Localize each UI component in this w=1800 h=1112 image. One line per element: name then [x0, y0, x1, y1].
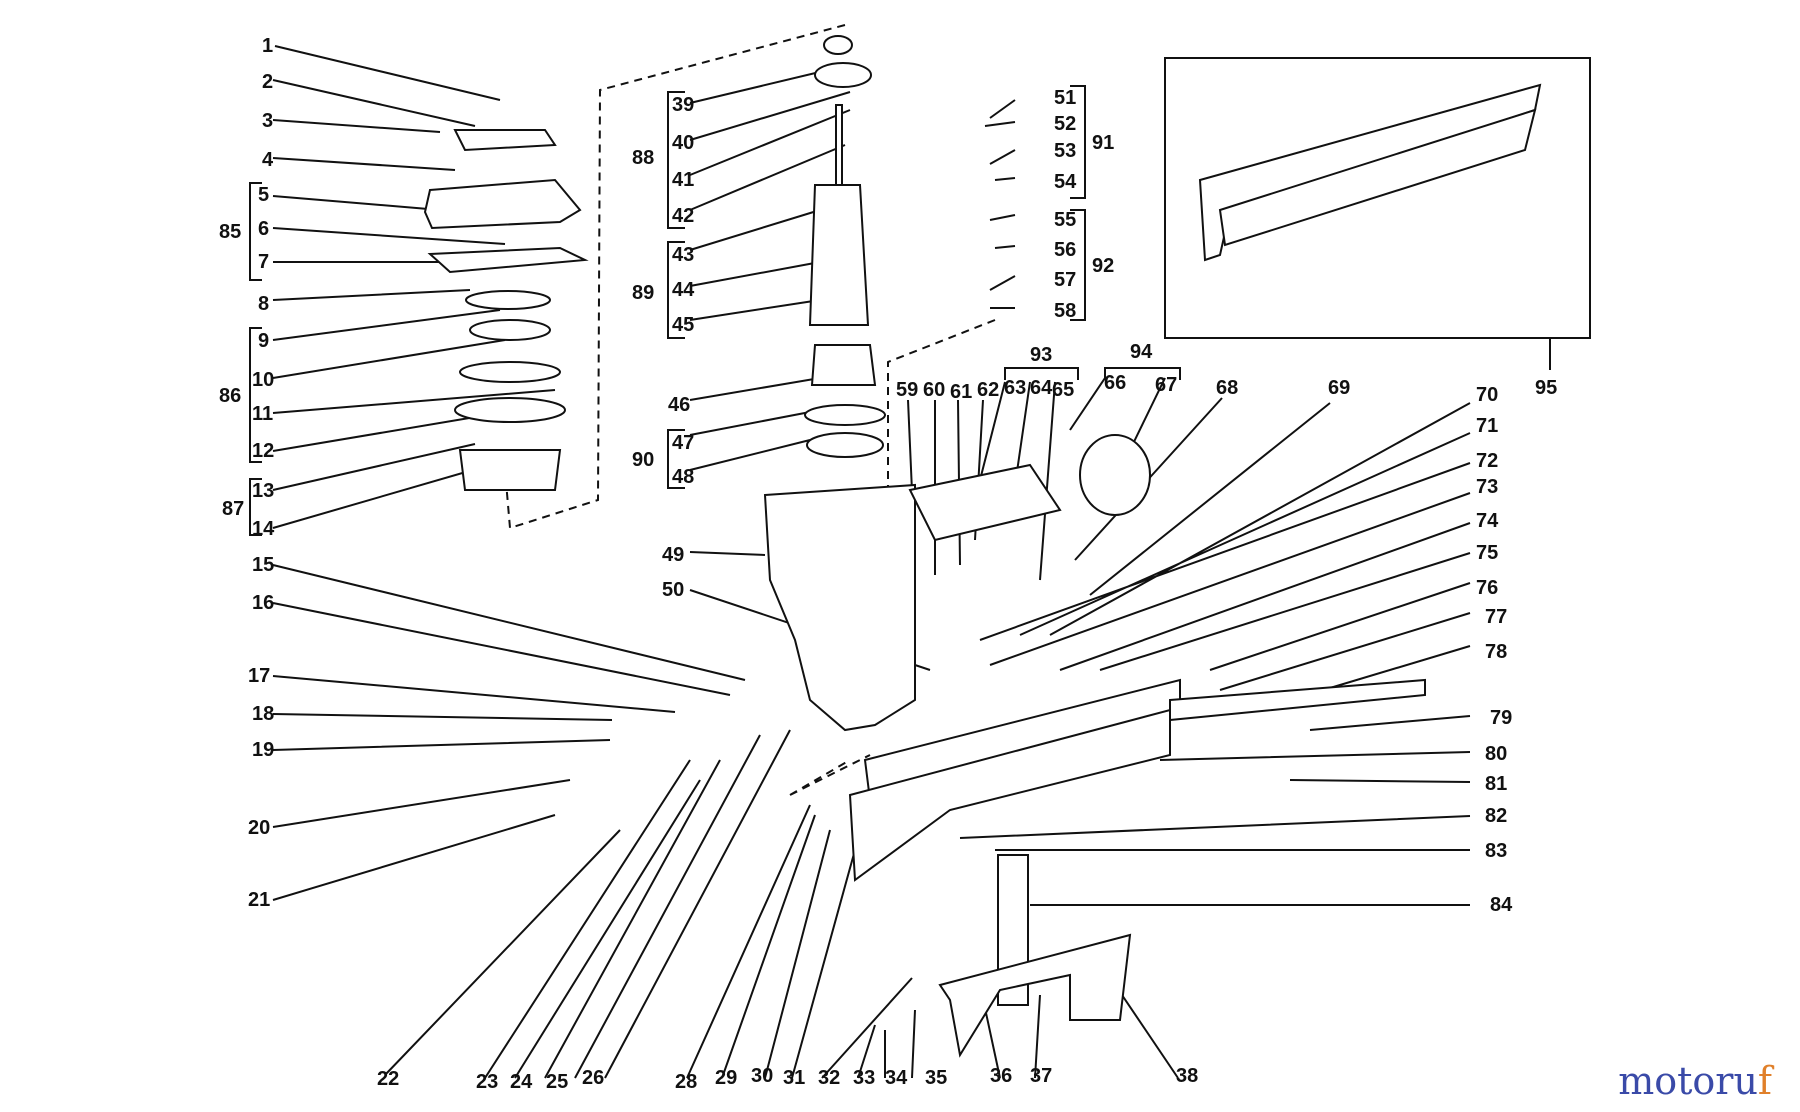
- part-label-43: 43: [672, 244, 695, 266]
- part-label-23: 23: [476, 1071, 499, 1093]
- part-label-69: 69: [1328, 377, 1351, 399]
- part-label-63: 63: [1004, 377, 1027, 399]
- part-label-49: 49: [662, 544, 685, 566]
- part-label-40: 40: [672, 132, 695, 154]
- part-label-2: 2: [262, 71, 274, 93]
- part-label-24: 24: [510, 1071, 533, 1093]
- part-label-70: 70: [1476, 384, 1499, 406]
- part-label-20: 20: [248, 817, 271, 839]
- part-label-13: 13: [252, 480, 275, 502]
- part-label-62: 62: [977, 379, 1000, 401]
- part-label-61: 61: [950, 381, 973, 403]
- part-label-10: 10: [252, 369, 275, 391]
- part-label-39: 39: [672, 94, 695, 116]
- part-label-9: 9: [258, 330, 270, 352]
- part-label-19: 19: [252, 739, 275, 761]
- part-label-25: 25: [546, 1071, 569, 1093]
- part-label-79: 79: [1490, 707, 1513, 729]
- part-label-72: 72: [1476, 450, 1499, 472]
- part-label-34: 34: [885, 1067, 908, 1089]
- part-label-77: 77: [1485, 606, 1508, 628]
- part-label-15: 15: [252, 554, 275, 576]
- part-label-54: 54: [1054, 171, 1077, 193]
- part-label-90: 90: [632, 449, 655, 471]
- part-label-32: 32: [818, 1067, 841, 1089]
- part-label-47: 47: [672, 432, 695, 454]
- part-label-8: 8: [258, 293, 270, 315]
- part-label-26: 26: [582, 1067, 605, 1089]
- part-label-73: 73: [1476, 476, 1499, 498]
- part-label-35: 35: [925, 1067, 948, 1089]
- part-label-85: 85: [219, 221, 242, 243]
- part-label-6: 6: [258, 218, 270, 240]
- part-label-95: 95: [1535, 377, 1558, 399]
- part-label-16: 16: [252, 592, 275, 614]
- part-label-5: 5: [258, 184, 270, 206]
- part-label-88: 88: [632, 147, 655, 169]
- part-label-67: 67: [1155, 374, 1178, 396]
- part-label-82: 82: [1485, 805, 1508, 827]
- part-label-50: 50: [662, 579, 685, 601]
- part-label-21: 21: [248, 889, 271, 911]
- part-label-12: 12: [252, 440, 275, 462]
- part-label-87: 87: [222, 498, 245, 520]
- part-label-64: 64: [1030, 377, 1053, 399]
- part-label-41: 41: [672, 169, 695, 191]
- part-label-89: 89: [632, 282, 655, 304]
- part-label-36: 36: [990, 1065, 1013, 1087]
- motoruf-watermark-logo: motoruf: [1618, 1059, 1772, 1103]
- part-label-55: 55: [1054, 209, 1077, 231]
- part-label-51: 51: [1054, 87, 1077, 109]
- part-label-33: 33: [853, 1067, 876, 1089]
- part-label-53: 53: [1054, 140, 1077, 162]
- part-label-37: 37: [1030, 1065, 1053, 1087]
- part-label-93: 93: [1030, 344, 1053, 366]
- part-label-80: 80: [1485, 743, 1508, 765]
- part-label-46: 46: [668, 394, 691, 416]
- part-label-92: 92: [1092, 255, 1115, 277]
- part-label-65: 65: [1052, 379, 1075, 401]
- part-label-75: 75: [1476, 542, 1499, 564]
- part-label-91: 91: [1092, 132, 1115, 154]
- part-label-81: 81: [1485, 773, 1508, 795]
- part-label-86: 86: [219, 385, 242, 407]
- part-label-94: 94: [1130, 341, 1153, 363]
- part-label-18: 18: [252, 703, 275, 725]
- part-label-56: 56: [1054, 239, 1077, 261]
- part-label-48: 48: [672, 466, 695, 488]
- part-label-66: 66: [1104, 372, 1127, 394]
- part-label-84: 84: [1490, 894, 1513, 916]
- part-label-30: 30: [751, 1065, 774, 1087]
- part-label-45: 45: [672, 314, 695, 336]
- part-label-42: 42: [672, 205, 695, 227]
- part-label-44: 44: [672, 279, 695, 301]
- part-label-11: 11: [252, 403, 274, 425]
- part-label-14: 14: [252, 518, 275, 540]
- part-label-29: 29: [715, 1067, 738, 1089]
- part-label-78: 78: [1485, 641, 1508, 663]
- part-label-83: 83: [1485, 840, 1508, 862]
- part-label-74: 74: [1476, 510, 1499, 532]
- part-label-68: 68: [1216, 377, 1239, 399]
- part-label-3: 3: [262, 110, 274, 132]
- part-label-38: 38: [1176, 1065, 1199, 1087]
- part-label-59: 59: [896, 379, 919, 401]
- part-label-76: 76: [1476, 577, 1499, 599]
- inset-frame: [1164, 57, 1591, 339]
- part-label-7: 7: [258, 251, 270, 273]
- part-label-22: 22: [377, 1068, 400, 1090]
- part-label-52: 52: [1054, 113, 1077, 135]
- part-label-4: 4: [262, 149, 274, 171]
- part-label-57: 57: [1054, 269, 1077, 291]
- part-label-31: 31: [783, 1067, 806, 1089]
- part-label-28: 28: [675, 1071, 698, 1093]
- part-label-58: 58: [1054, 300, 1077, 322]
- part-label-60: 60: [923, 379, 946, 401]
- part-label-1: 1: [262, 35, 274, 57]
- part-label-71: 71: [1476, 415, 1499, 437]
- part-label-17: 17: [248, 665, 271, 687]
